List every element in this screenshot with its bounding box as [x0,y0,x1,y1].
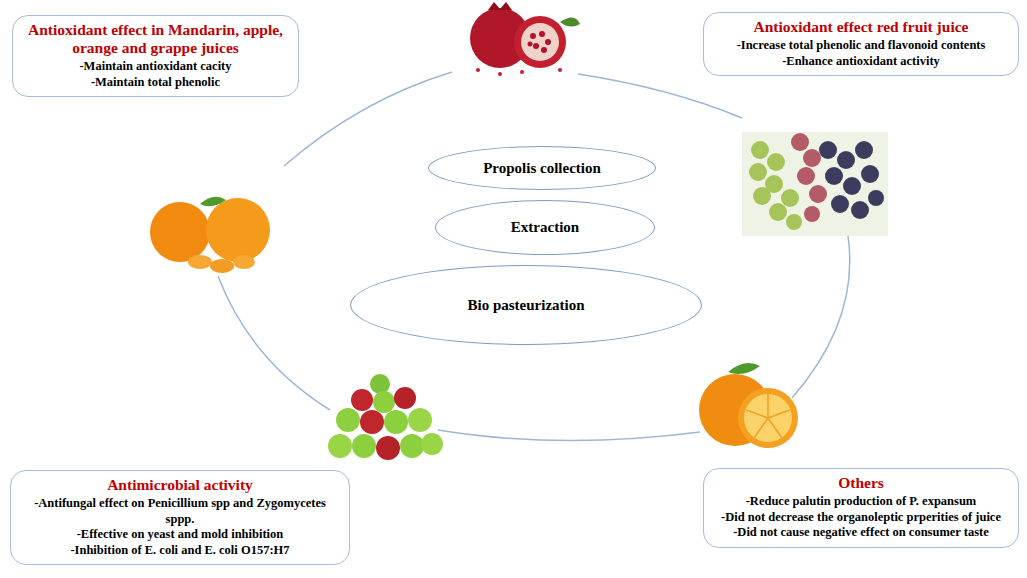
box-heading: Antioxidant effect red fruit juice [714,18,1008,36]
box-text: -Did not cause negative effect on consum… [714,525,1008,541]
result-box: Antioxidant effect red fruit juice -Incre… [703,12,1019,76]
box-heading: Others [714,474,1008,492]
box-text: -Enhance antioxidant activity [714,54,1008,70]
box-heading: Antioxidant effect in Mandarin, apple, o… [23,21,288,57]
orange-image [699,363,798,448]
box-text: -Effective on yeast and mold inhibition [21,527,339,543]
arc-line [438,430,700,441]
apples-image [328,374,443,460]
result-box: Antioxidant effect in Mandarin, apple, o… [12,15,299,97]
box-heading: Antimicrobial activity [21,476,339,494]
arc-line [284,72,452,166]
box-text: -Maintain antioxidant cacity [23,59,288,75]
arc-line [578,74,742,118]
box-text: -Reduce palutin production of P. expansu… [714,494,1008,510]
result-box: Antimicrobial activity -Antifungal effect… [10,470,350,565]
arc-line [218,276,330,410]
box-text: -Maintain total phenolic [23,75,288,91]
step-label: Bio pasteurization [467,297,584,314]
grapes-image [742,132,888,236]
box-text: -Inhibition of E. coli and E. coli O157:… [21,543,339,559]
process-oval: Extraction [435,200,655,255]
arc-line [792,236,850,398]
mandarin-image [150,197,270,273]
step-label: Propolis collection [483,160,601,177]
box-text: -Increase total phenolic and flavonoid c… [714,38,1008,54]
result-box: Others -Reduce palutin production of P. e… [703,468,1019,548]
pomegranate-image [470,2,580,76]
step-label: Extraction [511,219,579,236]
box-text: -Antifungal effect on Penicillium spp an… [21,496,339,527]
process-oval: Bio pasteurization [350,265,702,345]
process-oval: Propolis collection [428,146,656,190]
box-text: -Did not decrease the organoleptic prper… [714,510,1008,526]
